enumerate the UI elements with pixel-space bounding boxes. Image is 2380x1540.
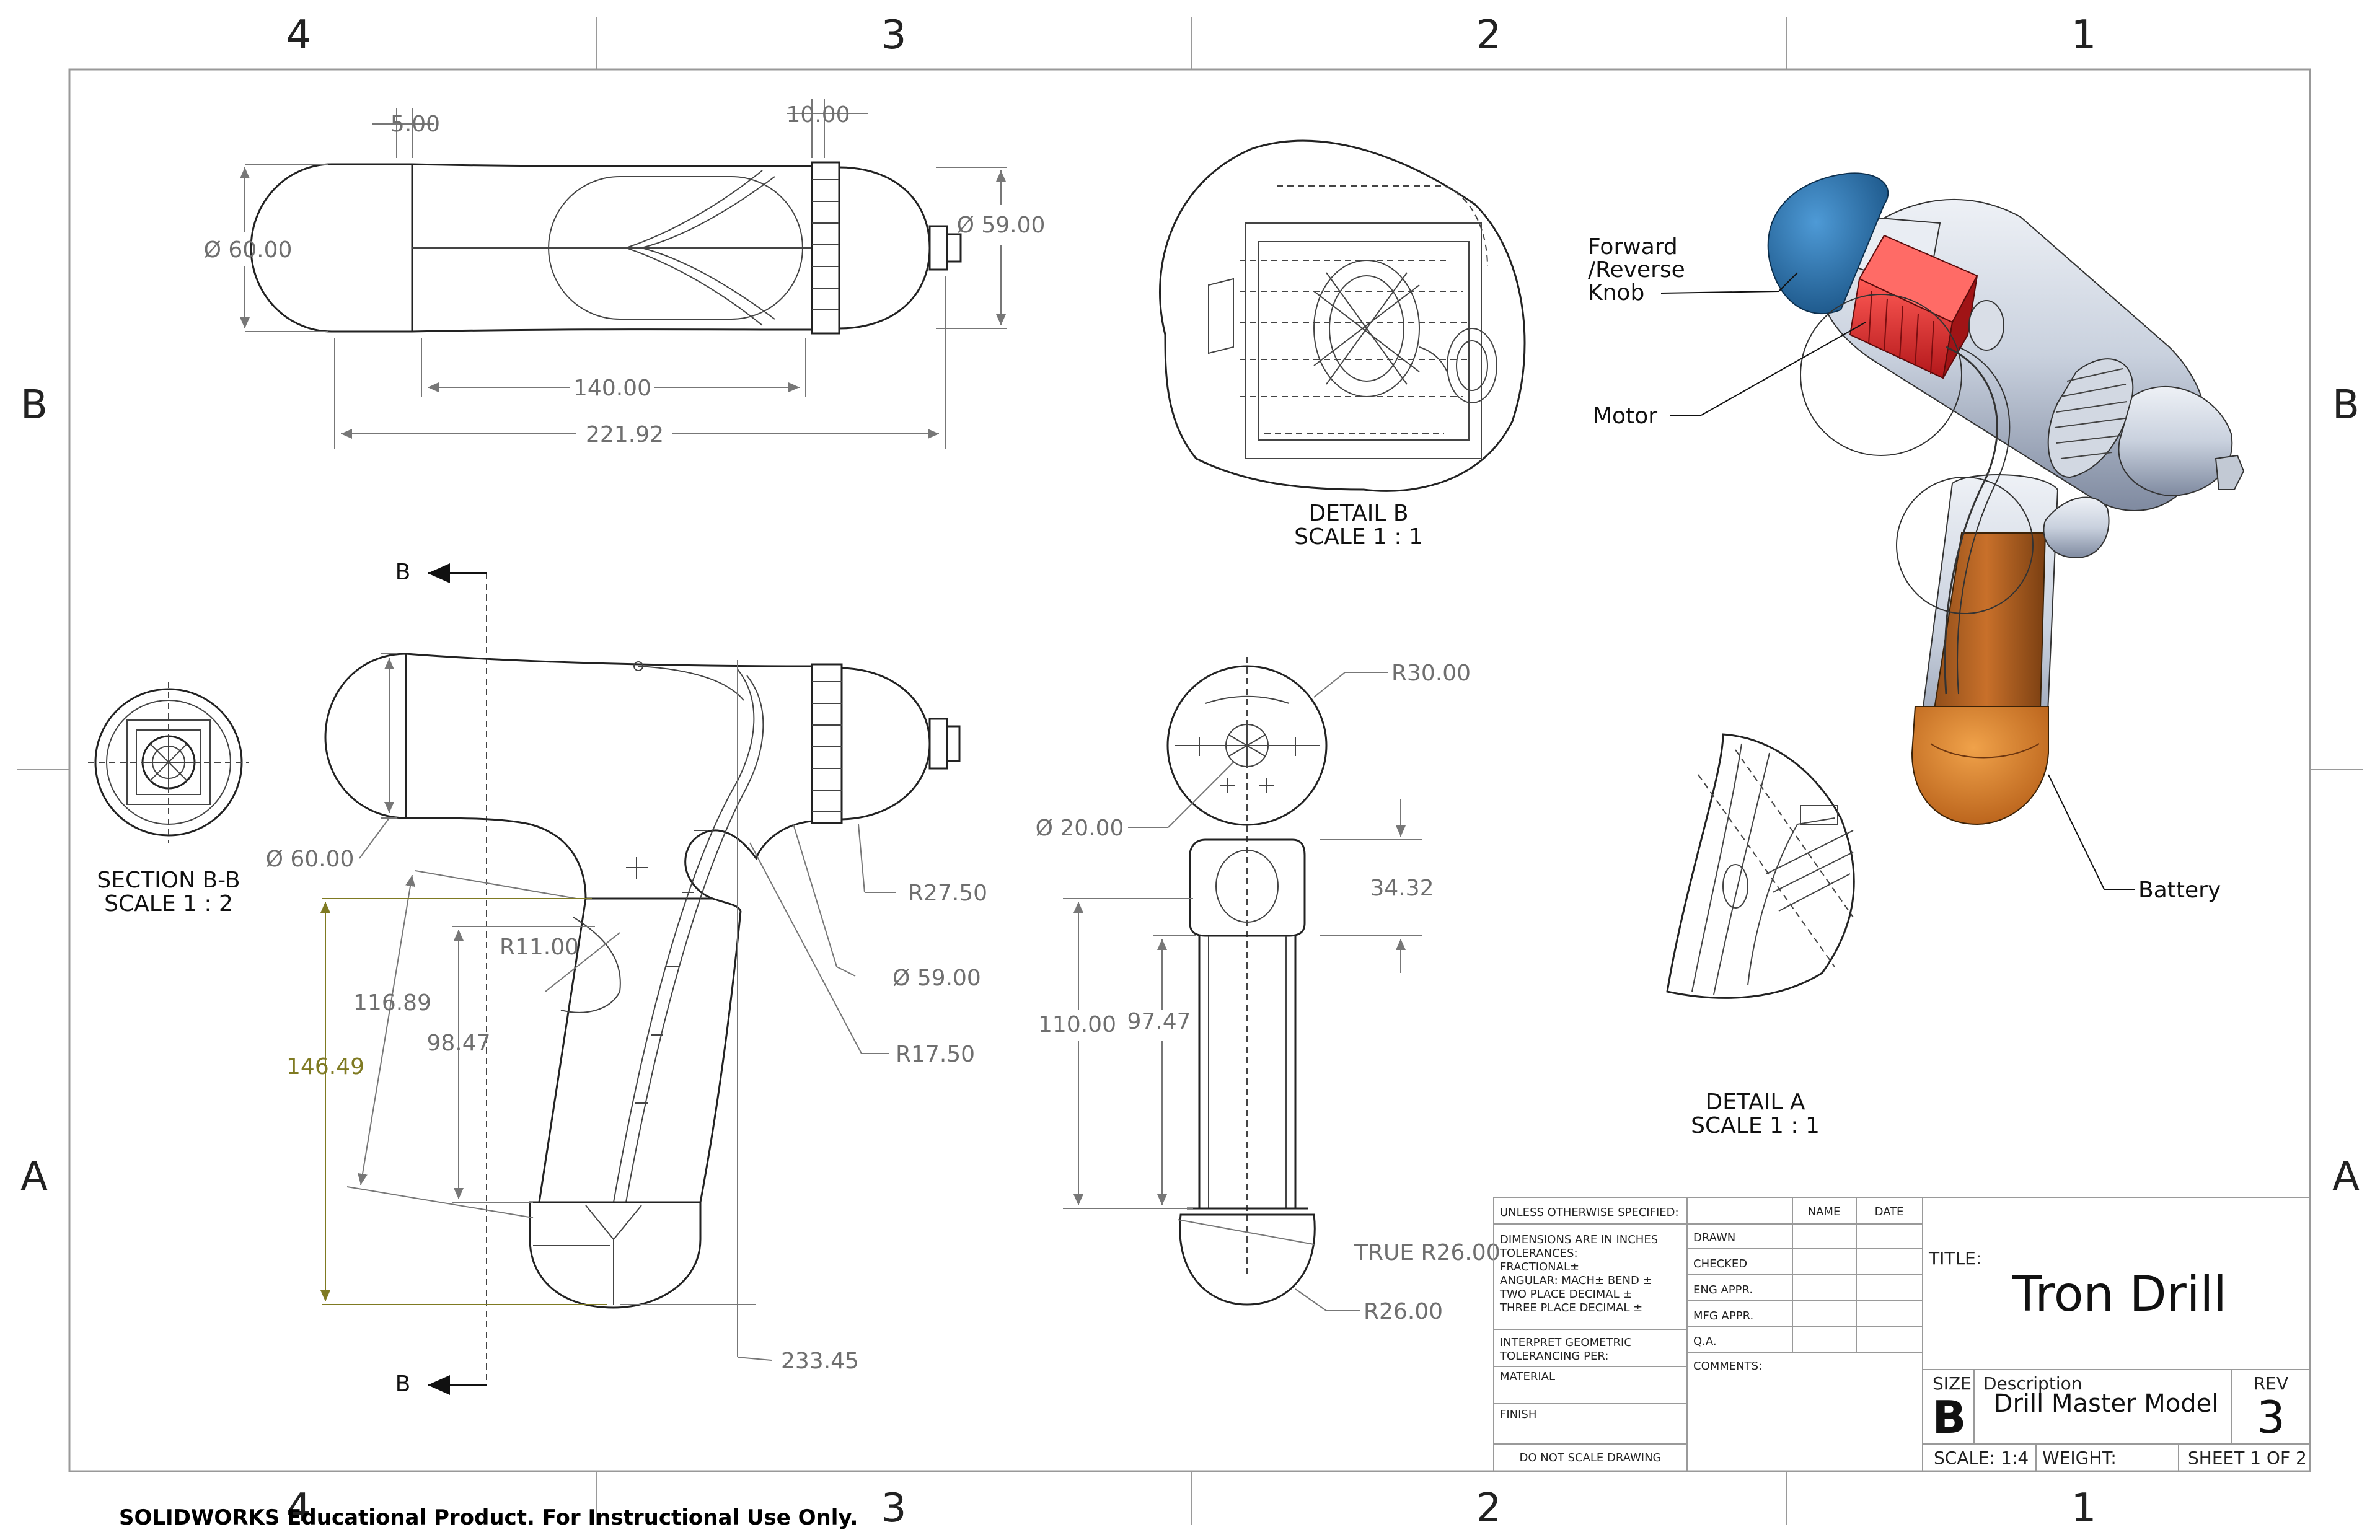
side-dim-116: 116.89	[353, 990, 431, 1016]
tb-weight: WEIGHT:	[2042, 1448, 2117, 1468]
tb-scale: SCALE: 1:4	[1934, 1448, 2029, 1468]
tb-title-label: TITLE:	[1928, 1248, 1981, 1269]
detail-b-title: DETAIL B	[1308, 501, 1408, 526]
zone-bottom-2: 2	[1476, 1485, 1502, 1531]
tb-checked: CHECKED	[1693, 1257, 1747, 1270]
front-dim-r30: R30.00	[1391, 661, 1471, 686]
side-dim-98: 98.47	[426, 1031, 490, 1056]
tb-no-scale: DO NOT SCALE DRAWING	[1519, 1451, 1661, 1464]
tb-sheet: SHEET 1 OF 2	[2188, 1448, 2307, 1468]
tb-eng-appr: ENG APPR.	[1693, 1283, 1753, 1296]
iso-view: Forward /Reverse Knob Motor Battery	[1588, 172, 2245, 903]
tb-tol-0: DIMENSIONS ARE IN INCHES	[1500, 1233, 1658, 1246]
side-view: B B	[266, 560, 988, 1397]
side-dim-r17: R17.50	[896, 1042, 975, 1067]
zone-top-3: 3	[881, 12, 907, 58]
dim-140: 140.00	[573, 376, 651, 401]
dim-5: 5.00	[390, 112, 440, 137]
side-dim-146: 146.49	[286, 1054, 364, 1080]
tb-interpret-1: TOLERANCING PER:	[1499, 1350, 1608, 1363]
tb-tol-1: TOLERANCES:	[1499, 1247, 1578, 1260]
tb-mfg-appr: MFG APPR.	[1693, 1309, 1753, 1322]
detail-a-view: DETAIL A SCALE 1 : 1	[1666, 733, 1855, 1138]
tb-interpret-0: INTERPRET GEOMETRIC	[1500, 1336, 1632, 1349]
detail-a-circle	[1896, 477, 2034, 614]
front-dim-34: 34.32	[1370, 876, 1434, 901]
zone-left-a: A	[20, 1154, 48, 1200]
section-bb-scale: SCALE 1 : 2	[104, 891, 233, 917]
zone-markers: 4 3 2 1 4 3 2 1 B A B A	[20, 12, 2360, 1531]
top-view: 5.00 10.00 Ø 60.00 Ø 59.00 140.00 221.92	[204, 99, 1046, 449]
section-cut-label-bottom: B	[395, 1371, 411, 1397]
tb-finish: FINISH	[1500, 1408, 1536, 1421]
tb-title: Tron Drill	[2012, 1267, 2227, 1322]
section-bb-view: SECTION B-B SCALE 1 : 2	[88, 682, 249, 917]
dim-221: 221.92	[586, 422, 664, 447]
side-dim-dia-60: Ø 60.00	[266, 847, 355, 872]
knurl-ring-side	[812, 681, 842, 812]
dim-dia-59: Ø 59.00	[957, 213, 1046, 238]
zone-top-1: 1	[2071, 12, 2097, 58]
tb-unless: UNLESS OTHERWISE SPECIFIED:	[1500, 1206, 1679, 1219]
tb-rev-label: REV	[2254, 1373, 2288, 1394]
detail-b-circle	[1800, 294, 1962, 456]
front-dim-dia-20: Ø 20.00	[1036, 816, 1124, 841]
detail-a-title: DETAIL A	[1705, 1089, 1805, 1115]
callout-reverse: /Reverse	[1588, 257, 1685, 283]
educational-footer: SOLIDWORKS Educational Product. For Inst…	[119, 1505, 858, 1530]
tb-tol-3: ANGULAR: MACH± BEND ±	[1500, 1274, 1652, 1287]
side-dim-dia-59: Ø 59.00	[892, 966, 981, 991]
zone-top-2: 2	[1476, 12, 1502, 58]
callout-motor: Motor	[1593, 403, 1657, 429]
tb-material: MATERIAL	[1500, 1370, 1555, 1383]
side-dim-r11: R11.00	[500, 935, 579, 960]
tb-qa: Q.A.	[1693, 1335, 1717, 1348]
callout-forward: Forward	[1588, 234, 1678, 260]
tb-size-label: SIZE	[1933, 1373, 1972, 1394]
front-dim-r26: R26.00	[1364, 1299, 1443, 1324]
tb-desc-label: Description	[1983, 1373, 2082, 1394]
zone-right-a: A	[2332, 1154, 2360, 1200]
zone-bottom-1: 1	[2071, 1485, 2097, 1531]
drawing-border	[17, 17, 2363, 1525]
front-dim-110: 110.00	[1038, 1012, 1116, 1037]
tb-tol-5: THREE PLACE DECIMAL ±	[1499, 1301, 1642, 1314]
zone-top-4: 4	[286, 12, 312, 58]
tb-tol-2: FRACTIONAL±	[1500, 1261, 1579, 1274]
front-dim-true-r26: TRUE R26.00	[1354, 1240, 1501, 1265]
dim-dia-60: Ø 60.00	[204, 237, 293, 263]
front-view: R30.00 Ø 20.00 34.32 110.00 97.47 TRUE R…	[1036, 657, 1501, 1324]
callout-battery: Battery	[2138, 878, 2221, 903]
side-dim-233: 233.45	[781, 1349, 859, 1374]
zone-bottom-3: 3	[881, 1485, 907, 1531]
detail-b-view: DETAIL B SCALE 1 : 1	[1159, 139, 1526, 550]
zone-bottom-4: 4	[286, 1485, 312, 1531]
tb-rev: 3	[2257, 1391, 2285, 1443]
tb-desc: Drill Master Model	[1994, 1389, 2219, 1418]
detail-b-scale: SCALE 1 : 1	[1294, 524, 1423, 550]
detail-a-scale: SCALE 1 : 1	[1691, 1113, 1820, 1138]
tb-comments: COMMENTS:	[1693, 1360, 1762, 1373]
front-dim-97: 97.47	[1127, 1009, 1191, 1034]
knob-shell	[1767, 172, 1889, 315]
title-block: UNLESS OTHERWISE SPECIFIED: DIMENSIONS A…	[1493, 1197, 2311, 1472]
knurl-ring-top	[812, 179, 839, 310]
dim-10: 10.00	[786, 102, 850, 128]
tb-size: B	[1933, 1391, 1967, 1443]
tb-tol-4: TWO PLACE DECIMAL ±	[1499, 1288, 1632, 1301]
tb-drawn: DRAWN	[1693, 1231, 1735, 1244]
zone-left-b: B	[20, 382, 48, 428]
tb-date-col: DATE	[1875, 1205, 1904, 1218]
callout-knob: Knob	[1588, 280, 1644, 306]
tb-name-col: NAME	[1808, 1205, 1841, 1218]
zone-right-b: B	[2332, 382, 2360, 428]
battery-cap	[1911, 706, 2049, 825]
section-cut-label-top: B	[395, 560, 411, 585]
section-bb-title: SECTION B-B	[97, 868, 240, 893]
side-dim-r27: R27.50	[908, 881, 987, 906]
